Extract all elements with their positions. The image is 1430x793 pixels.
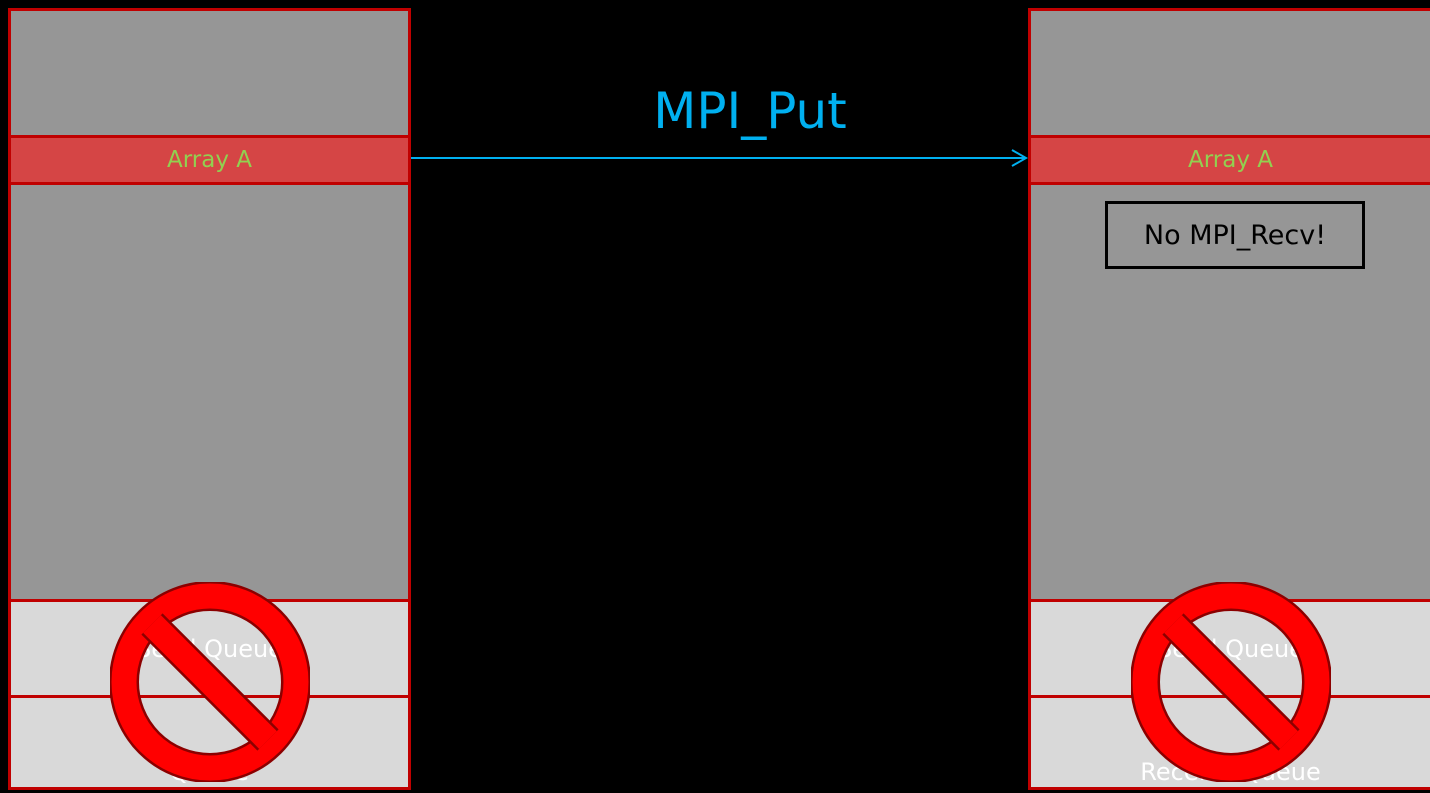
prohibited-sign-icon bbox=[110, 582, 310, 782]
right-array-a: Array A bbox=[1031, 135, 1430, 185]
left-array-a: Array A bbox=[11, 135, 408, 185]
left-array-a-label: Array A bbox=[167, 147, 252, 173]
no-recv-note: No MPI_Recv! bbox=[1105, 201, 1365, 269]
no-recv-note-text: No MPI_Recv! bbox=[1143, 219, 1327, 251]
mpi-put-label: MPI_Put bbox=[653, 82, 847, 140]
right-array-a-label: Array A bbox=[1188, 147, 1273, 173]
prohibited-sign-icon bbox=[1131, 582, 1331, 782]
right-process-memory: Array A No MPI_Recv! Send Queue Receive … bbox=[1028, 8, 1430, 790]
